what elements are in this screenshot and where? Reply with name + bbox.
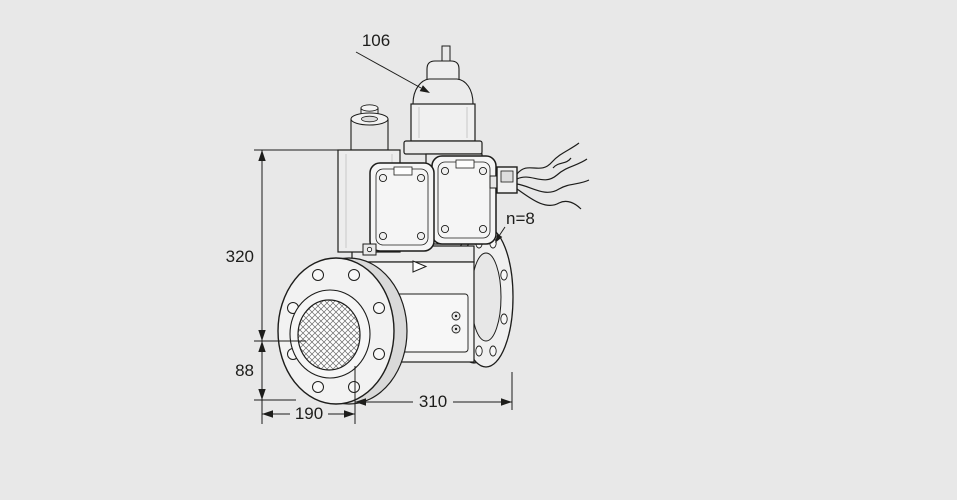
connector-inner: [500, 170, 514, 183]
arrowhead: [258, 341, 266, 352]
left-face-label: [393, 166, 413, 176]
bolt-count-label: n=8: [506, 209, 535, 228]
dim-height-lower-label: 88: [235, 361, 254, 380]
arrowhead: [258, 330, 266, 341]
arrowhead: [355, 398, 366, 406]
regulator-top-cap: [426, 60, 460, 83]
arrowhead: [262, 410, 273, 418]
flow-direction-arrow: [412, 260, 428, 273]
arrowhead: [419, 85, 430, 93]
dimension-bottom-right: 310: [355, 372, 513, 411]
left-flange: [277, 257, 408, 405]
strainer-mesh: [297, 299, 361, 371]
dimension-height: 320 88: [226, 149, 350, 424]
right-solenoid-face: [431, 155, 497, 245]
dim-bottom-left-label: 190: [295, 404, 323, 423]
cable-connector: [489, 142, 590, 210]
regulator-cylinder: [410, 103, 476, 142]
dimension-top-width: 106: [355, 31, 430, 93]
left-solenoid-face: [362, 162, 435, 256]
valve-assembly: [277, 45, 590, 405]
dim-height-upper-label: 320: [226, 247, 254, 266]
right-face-screws: [440, 166, 488, 234]
arrowhead: [344, 410, 355, 418]
dimension-bottom-left: 190: [262, 366, 356, 424]
left-cap-top-inner: [361, 115, 378, 123]
arrowhead: [501, 398, 512, 406]
bolt-count-annotation: n=8: [495, 209, 535, 243]
left-face-screws: [378, 173, 426, 241]
left-cap-knob-top: [360, 104, 379, 112]
pressure-regulator-stack: [403, 45, 483, 155]
regulator-stem: [441, 45, 451, 63]
right-flange-bore: [470, 252, 502, 342]
regulator-dome: [412, 78, 474, 105]
arrowhead: [258, 389, 266, 400]
right-face-label: [455, 159, 475, 169]
cable-strands: [516, 142, 590, 210]
regulator-flange: [403, 140, 483, 155]
arrowhead: [258, 150, 266, 161]
dim-top-label: 106: [362, 31, 390, 50]
arrowhead: [495, 233, 503, 243]
dim-bottom-right-label: 310: [419, 392, 447, 411]
